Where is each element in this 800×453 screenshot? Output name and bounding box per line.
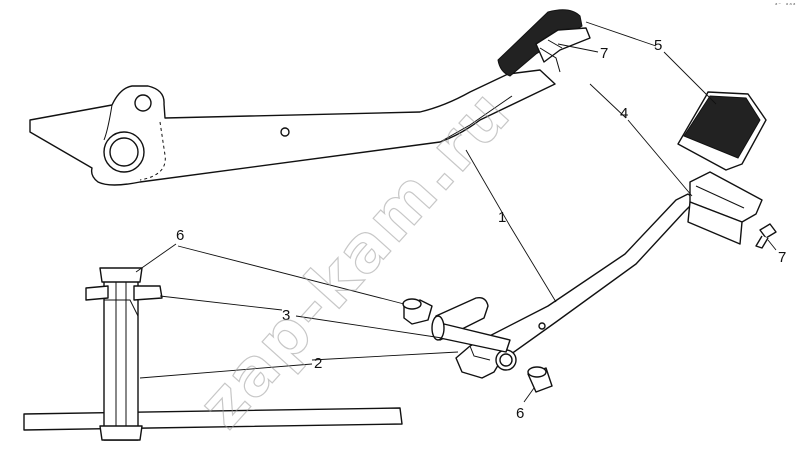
callout-5: 5	[654, 37, 662, 54]
separate-pedal-pad	[677, 91, 767, 171]
callout-2: 2	[314, 355, 322, 372]
upper-pedal-lever	[29, 69, 556, 186]
callout-7-right: 7	[778, 249, 786, 266]
corner-mark: ᵃ⁻ ᵃᵃᵃ	[774, 2, 796, 9]
exploded-pad-bracket	[687, 171, 763, 245]
pin-right	[755, 223, 777, 249]
callout-4: 4	[620, 105, 628, 122]
callout-1: 1	[498, 209, 506, 226]
bushing-lower	[527, 366, 553, 393]
pivot-axle	[431, 296, 511, 353]
exploded-pedal-lever	[455, 193, 697, 379]
callout-3: 3	[282, 307, 290, 324]
callout-6-lower: 6	[516, 405, 524, 422]
leader-lines	[135, 21, 777, 403]
bushing-upper	[402, 298, 433, 325]
upper-pedal-pad	[497, 9, 591, 77]
callout-7-upper: 7	[600, 45, 608, 62]
callout-6-upper: 6	[176, 227, 184, 244]
sectional-view	[23, 267, 403, 441]
